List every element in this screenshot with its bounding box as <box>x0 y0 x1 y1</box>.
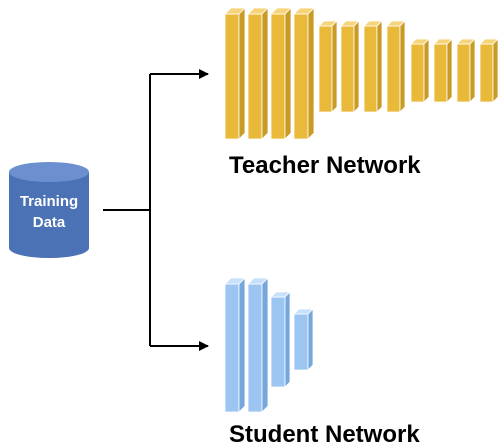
teacher-network-label: Teacher Network <box>229 152 421 179</box>
teacher-layer-7 <box>363 20 383 113</box>
connector-lines <box>103 69 209 351</box>
cylinder-top <box>9 162 89 182</box>
teacher-network-layers <box>224 7 499 140</box>
student-layer-4 <box>293 308 314 371</box>
teacher-layer-6 <box>340 20 360 113</box>
student-network-label: Student Network <box>229 421 420 447</box>
training-data-cylinder: Training Data <box>9 162 89 258</box>
teacher-layer-5 <box>318 20 338 113</box>
teacher-layer-2 <box>247 7 269 140</box>
teacher-layer-1 <box>224 7 246 140</box>
student-layer-2 <box>247 277 269 413</box>
training-data-label-line2: Data <box>33 214 66 231</box>
teacher-layer-4 <box>293 7 315 140</box>
student-network-layers <box>224 277 314 413</box>
student-layer-3 <box>270 291 291 388</box>
teacher-layer-9 <box>410 38 430 103</box>
training-data-label-line1: Training <box>20 193 78 210</box>
teacher-layer-11 <box>456 38 476 103</box>
student-layer-1 <box>224 277 246 413</box>
teacher-layer-3 <box>270 7 292 140</box>
cylinder-body <box>9 172 89 258</box>
teacher-layer-8 <box>386 20 406 113</box>
teacher-layer-12 <box>479 38 499 103</box>
teacher-layer-10 <box>433 38 453 103</box>
